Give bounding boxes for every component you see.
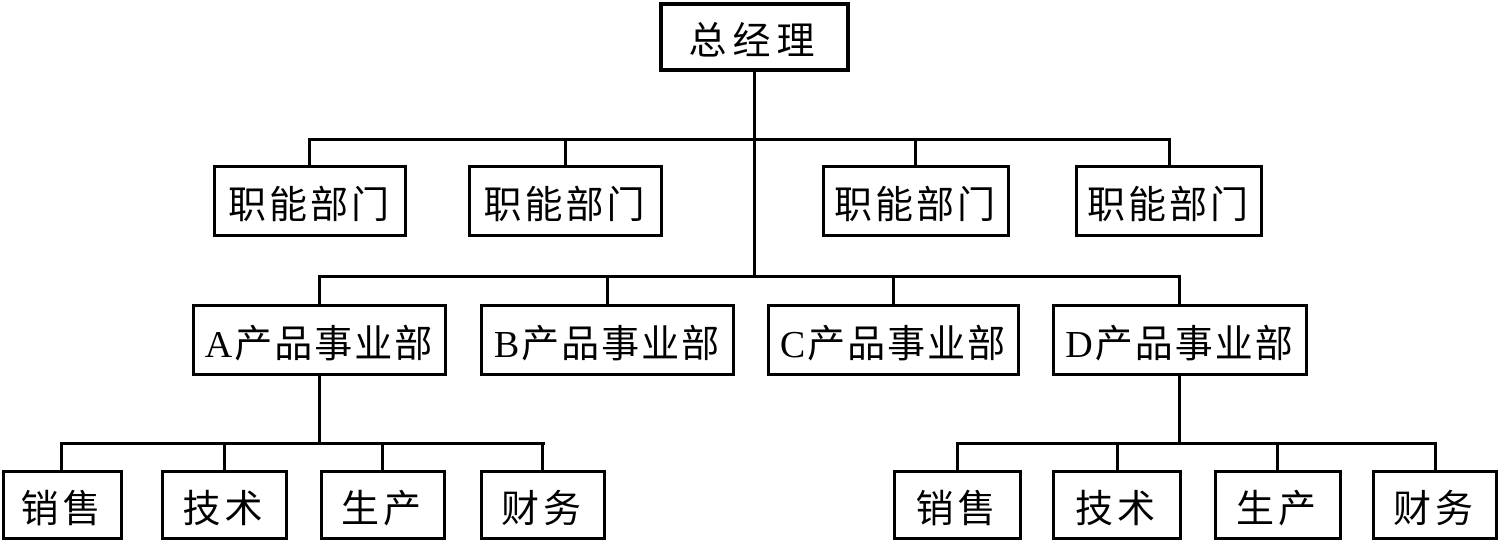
connector-level2-bus — [309, 138, 1171, 141]
connector-level3-drop-a — [318, 275, 321, 305]
connector-unit-a-bus — [61, 442, 545, 445]
connector-unit-a-trunk — [318, 376, 321, 445]
connector-level3-drop-c — [892, 275, 895, 305]
connector-root-trunk — [753, 72, 756, 278]
connector-unit-a-drop-3 — [381, 442, 384, 471]
connector-unit-d-drop-2 — [1116, 442, 1119, 471]
connector-level3-drop-d — [1178, 275, 1181, 305]
node-d-production: 生产 — [1214, 470, 1342, 540]
node-business-unit-b: B产品事业部 — [480, 304, 735, 376]
node-a-sales: 销售 — [2, 470, 123, 540]
connector-unit-d-drop-1 — [956, 442, 959, 471]
node-d-finance: 财务 — [1372, 470, 1498, 540]
node-d-sales: 销售 — [893, 470, 1022, 540]
connector-unit-a-drop-4 — [541, 442, 544, 471]
connector-level2-drop-3 — [914, 138, 917, 166]
node-a-finance: 财务 — [480, 470, 606, 540]
connector-level2-drop-4 — [1168, 138, 1171, 166]
node-business-unit-d: D产品事业部 — [1052, 304, 1308, 376]
connector-unit-d-trunk — [1178, 376, 1181, 445]
connector-level2-drop-2 — [564, 138, 567, 166]
node-business-unit-c: C产品事业部 — [767, 304, 1020, 376]
node-a-technology: 技术 — [161, 470, 288, 540]
connector-unit-d-bus — [956, 442, 1437, 445]
connector-unit-d-drop-3 — [1276, 442, 1279, 471]
connector-level2-drop-1 — [308, 138, 311, 166]
node-d-technology: 技术 — [1052, 470, 1182, 540]
node-general-manager: 总经理 — [659, 2, 850, 72]
connector-level3-drop-b — [606, 275, 609, 305]
node-functional-dept-3: 职能部门 — [822, 165, 1010, 237]
node-functional-dept-4: 职能部门 — [1075, 165, 1263, 237]
node-functional-dept-1: 职能部门 — [213, 165, 407, 237]
node-functional-dept-2: 职能部门 — [468, 165, 663, 237]
connector-level3-bus — [319, 275, 1181, 278]
node-business-unit-a: A产品事业部 — [192, 304, 447, 376]
node-a-production: 生产 — [320, 470, 446, 540]
connector-unit-a-drop-1 — [60, 442, 63, 471]
connector-unit-d-drop-4 — [1434, 442, 1437, 471]
connector-unit-a-drop-2 — [223, 442, 226, 471]
